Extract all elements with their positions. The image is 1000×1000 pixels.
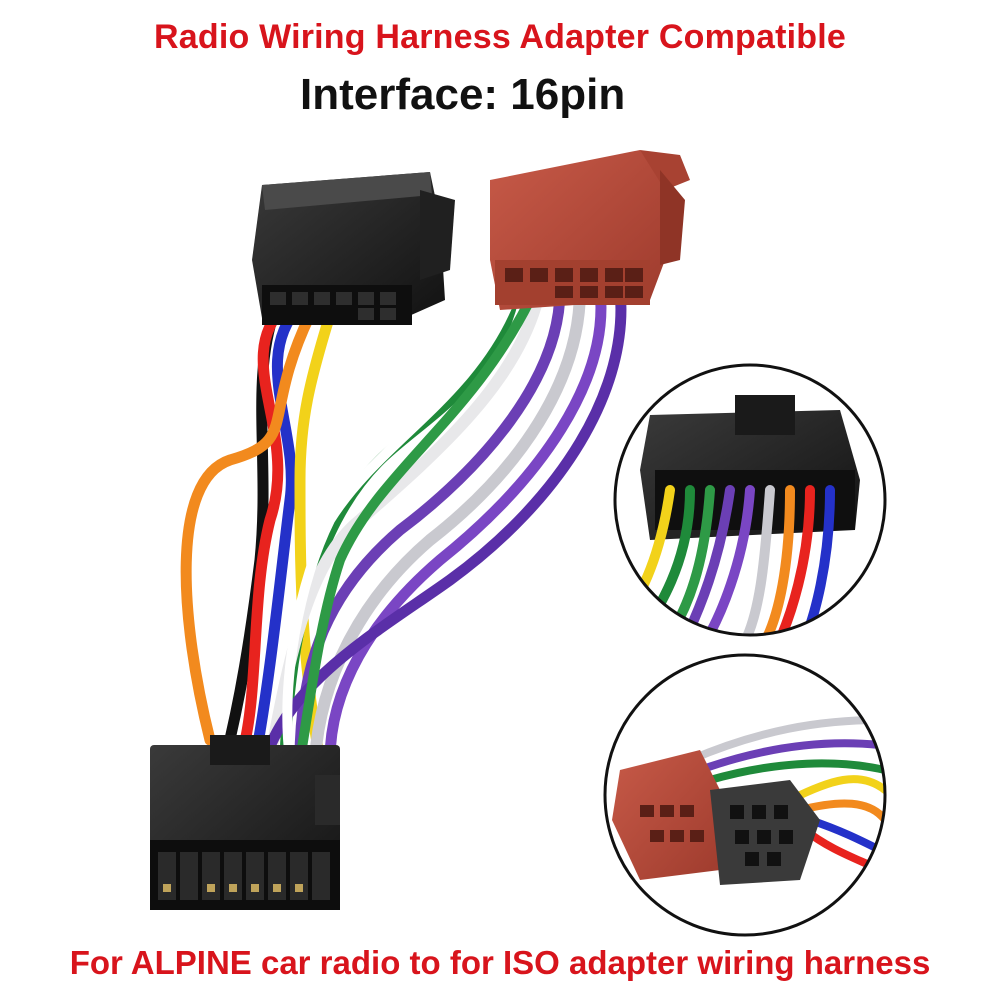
interface-label: Interface: 16pin: [300, 70, 626, 119]
iso-connector-red: [490, 150, 690, 310]
product-title: Radio Wiring Harness Adapter Compatible: [153, 18, 846, 56]
main-wire-bundle: [180, 284, 627, 766]
bottom-caption: For ALPINE car radio to for ISO adapter …: [69, 944, 931, 981]
alpine-16pin-connector: [150, 735, 340, 910]
black-iso-connector: [252, 172, 455, 325]
inset-detail-16pin: [613, 363, 887, 637]
inset-detail-iso: [603, 653, 887, 937]
